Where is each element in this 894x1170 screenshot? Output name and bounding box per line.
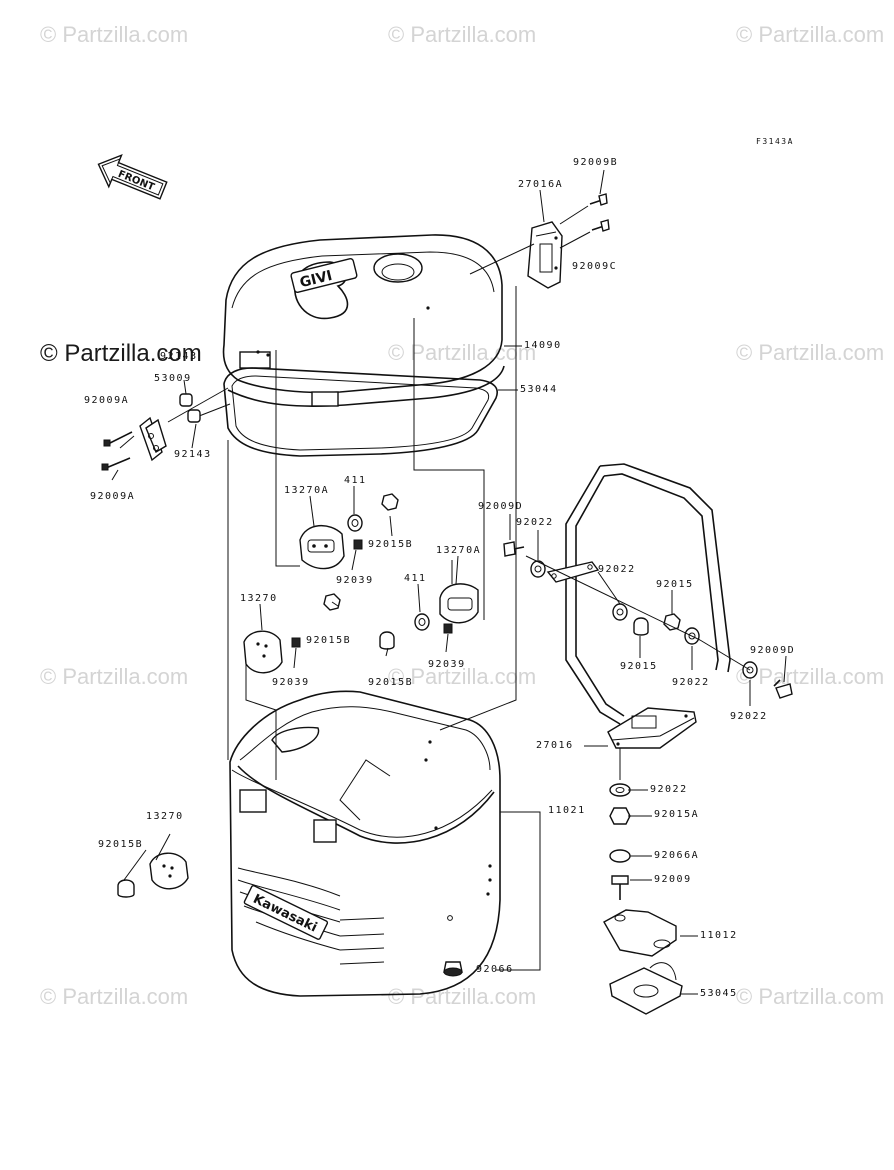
part-label[interactable]: 92009A [84, 395, 130, 406]
plate-13270-upper [243, 630, 283, 674]
part-label[interactable]: 53045 [700, 988, 738, 999]
part-label[interactable]: 92022 [672, 677, 710, 688]
part-label[interactable]: 92009C [572, 261, 618, 272]
part-label[interactable]: 92009D [478, 501, 524, 512]
watermark: © Partzilla.com [40, 984, 189, 1009]
part-label[interactable]: 92039 [428, 659, 466, 670]
lid-brand-emblem: GIVI [298, 268, 334, 291]
part-label[interactable]: 92022 [516, 517, 554, 528]
part-label[interactable]: 13270A [284, 485, 330, 496]
part-label[interactable]: 92022 [598, 564, 636, 575]
part-label[interactable]: 92143 [160, 351, 198, 362]
front-arrow-icon: FRONT [97, 154, 168, 200]
part-label[interactable]: 92015B [306, 635, 352, 646]
part-label[interactable]: 92066A [654, 850, 700, 861]
top-case-lid: GIVI [222, 234, 505, 407]
part-label[interactable]: 11021 [548, 805, 586, 816]
watermark: © Partzilla.com [40, 22, 189, 47]
part-label[interactable]: 411 [404, 573, 427, 584]
part-label[interactable]: 92022 [650, 784, 688, 795]
part-label[interactable]: 53044 [520, 384, 558, 395]
part-label[interactable]: 11012 [700, 930, 738, 941]
part-label[interactable]: 411 [344, 475, 367, 486]
watermark: © Partzilla.com [736, 340, 885, 365]
part-label[interactable]: 27016 [536, 740, 574, 751]
hinge-53009 [139, 416, 167, 462]
watermark: © Partzilla.com [388, 340, 537, 365]
top-case-body: Kawasaki [229, 690, 501, 997]
part-label[interactable]: 92009B [573, 157, 619, 168]
part-label[interactable]: 92066 [476, 964, 514, 975]
latch-hinge-27016A [527, 221, 563, 289]
part-label[interactable]: 92015B [368, 539, 414, 550]
part-label[interactable]: 13270 [240, 593, 278, 604]
watermark: © Partzilla.com [736, 984, 885, 1009]
part-label[interactable]: 92015 [620, 661, 658, 672]
watermark-dark: © Partzilla.com [40, 340, 202, 367]
part-label[interactable]: 92039 [336, 575, 374, 586]
plate-13270A-right [439, 583, 479, 624]
carrier-rack [546, 463, 731, 749]
part-label[interactable]: 92039 [272, 677, 310, 688]
watermark: © Partzilla.com [388, 984, 537, 1009]
part-label[interactable]: 92015A [654, 809, 700, 820]
watermark: © Partzilla.com [388, 664, 537, 689]
part-label[interactable]: 92022 [730, 711, 768, 722]
part-label[interactable]: 92009A [90, 491, 136, 502]
watermark: © Partzilla.com [388, 22, 537, 47]
plate-13270A-left [299, 525, 345, 570]
lid-seal [223, 367, 498, 457]
part-label[interactable]: 92015B [368, 677, 414, 688]
part-label[interactable]: 53009 [154, 373, 192, 384]
part-label[interactable]: 92015B [98, 839, 144, 850]
part-label[interactable]: 27016A [518, 179, 564, 190]
part-label[interactable]: 92009D [750, 645, 796, 656]
part-label[interactable]: 92143 [174, 449, 212, 460]
plate-13270-lower [149, 852, 189, 890]
figure-code: F3143A [756, 137, 794, 146]
watermark: © Partzilla.com [736, 664, 885, 689]
part-label[interactable]: 13270A [436, 545, 482, 556]
part-label[interactable]: 92009 [654, 874, 692, 885]
part-label[interactable]: 14090 [524, 340, 562, 351]
watermark: © Partzilla.com [40, 664, 189, 689]
part-label[interactable]: 92015 [656, 579, 694, 590]
watermark: © Partzilla.com [736, 22, 885, 47]
part-label[interactable]: 13270 [146, 811, 184, 822]
